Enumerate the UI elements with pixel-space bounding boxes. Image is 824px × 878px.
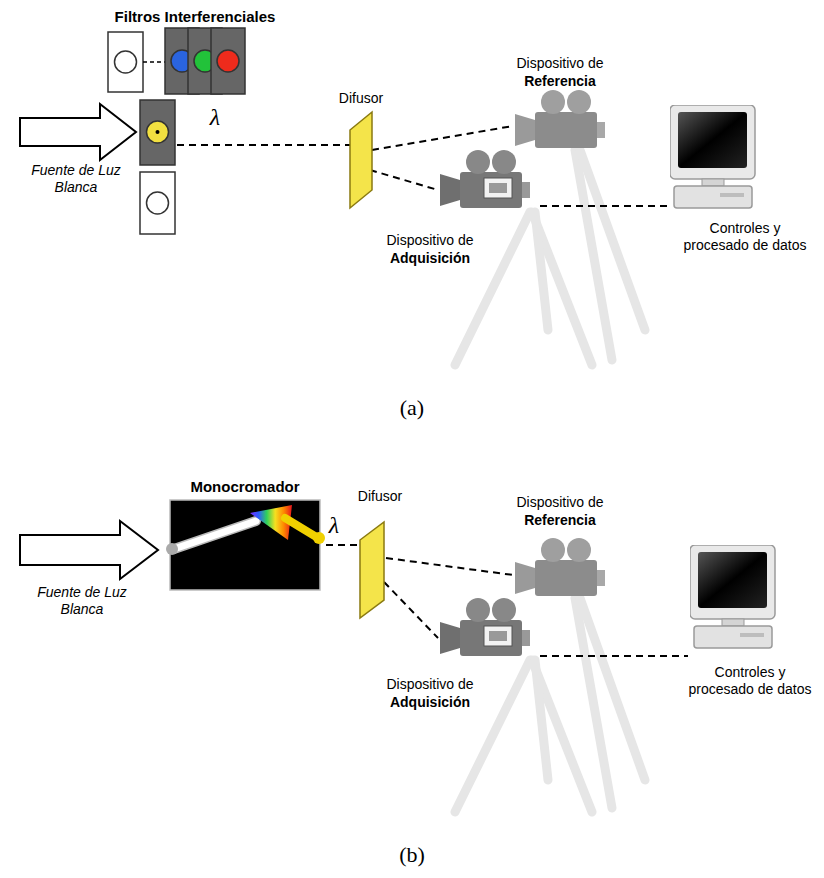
monochromator-box-part bbox=[170, 500, 320, 590]
device-label: Dispositivo de bbox=[370, 676, 490, 693]
acquisition-camera-part bbox=[440, 150, 530, 208]
light-path-part bbox=[177, 144, 350, 146]
monochromator-node: Monocromador bbox=[160, 478, 330, 590]
computer-part bbox=[670, 105, 755, 208]
computer-label: Controles y procesado de datos bbox=[685, 664, 815, 698]
device-label: Adquisición bbox=[370, 250, 490, 267]
diffuser bbox=[360, 522, 384, 618]
diffuser bbox=[350, 112, 372, 208]
monochromator-box-part bbox=[285, 518, 318, 538]
panel-caption: (a) bbox=[382, 395, 442, 421]
tripod-part bbox=[532, 212, 592, 365]
light-source-label: Fuente de Luz Blanca bbox=[26, 162, 126, 196]
light-source-arrow-part bbox=[20, 104, 136, 160]
computer bbox=[690, 545, 775, 648]
device-label: Referencia bbox=[500, 512, 620, 529]
interference-filters-part bbox=[143, 61, 165, 63]
reference-camera bbox=[515, 90, 605, 148]
interference-filters-part bbox=[115, 51, 137, 73]
reference-camera-part bbox=[515, 538, 605, 596]
light-path-part bbox=[326, 544, 360, 546]
monochromator-box-part bbox=[174, 521, 256, 549]
device-label: Dispositivo de bbox=[500, 55, 620, 72]
monochromator-box-part bbox=[166, 543, 178, 555]
tripod-part bbox=[535, 212, 548, 330]
diffuser-label: Difusor bbox=[345, 488, 415, 505]
wavelength-symbol: λ bbox=[200, 104, 230, 130]
light-source-arrow bbox=[20, 521, 158, 579]
reference-camera-part bbox=[515, 90, 605, 148]
device-label: Referencia bbox=[500, 73, 620, 90]
light-source-arrow bbox=[20, 104, 136, 160]
computer bbox=[670, 105, 755, 208]
light-path-part bbox=[384, 582, 438, 638]
light-path-part bbox=[540, 205, 668, 207]
light-source-arrow-part bbox=[20, 521, 158, 579]
acquisition-camera bbox=[440, 150, 530, 208]
light-source-label: Fuente de Luz Blanca bbox=[32, 584, 132, 618]
device-label: Adquisición bbox=[370, 694, 490, 711]
interference-filters-part bbox=[217, 50, 239, 72]
monochromator-box bbox=[166, 500, 325, 590]
wavelength-symbol: λ bbox=[321, 512, 347, 538]
interference-filters-part bbox=[147, 121, 169, 143]
section-title: Filtros Interferenciales bbox=[90, 8, 300, 25]
reference-camera bbox=[515, 538, 605, 596]
node-title: Monocromador bbox=[160, 478, 330, 496]
tripod-part bbox=[532, 660, 592, 812]
light-path-part bbox=[372, 126, 513, 150]
interference-filters-part bbox=[140, 172, 175, 234]
device-label: Dispositivo de bbox=[500, 494, 620, 511]
tripod-part bbox=[535, 660, 548, 780]
monochromator-box-part bbox=[313, 532, 325, 544]
tripod-part bbox=[580, 150, 645, 330]
acquisition-camera-part bbox=[440, 598, 530, 656]
device-label: Dispositivo de bbox=[370, 232, 490, 249]
diffuser-part bbox=[360, 522, 384, 618]
diffuser-part bbox=[350, 112, 372, 208]
light-path-part bbox=[386, 558, 513, 575]
interference-filters-part bbox=[108, 32, 143, 92]
interference-filters-part bbox=[211, 28, 245, 94]
panel-caption: (b) bbox=[382, 842, 442, 868]
light-path-part bbox=[370, 170, 438, 190]
interference-filters-part bbox=[156, 130, 160, 134]
interference-filters-part bbox=[147, 192, 169, 214]
light-path-part bbox=[540, 655, 688, 657]
interference-filters bbox=[108, 28, 245, 234]
acquisition-camera bbox=[440, 598, 530, 656]
computer-label: Controles y procesado de datos bbox=[680, 220, 810, 254]
tripod-part bbox=[580, 598, 645, 780]
diffuser-label: Difusor bbox=[326, 90, 396, 107]
computer-part bbox=[690, 545, 775, 648]
monochromator-box-part bbox=[174, 521, 256, 549]
interference-filters-part bbox=[140, 100, 175, 165]
